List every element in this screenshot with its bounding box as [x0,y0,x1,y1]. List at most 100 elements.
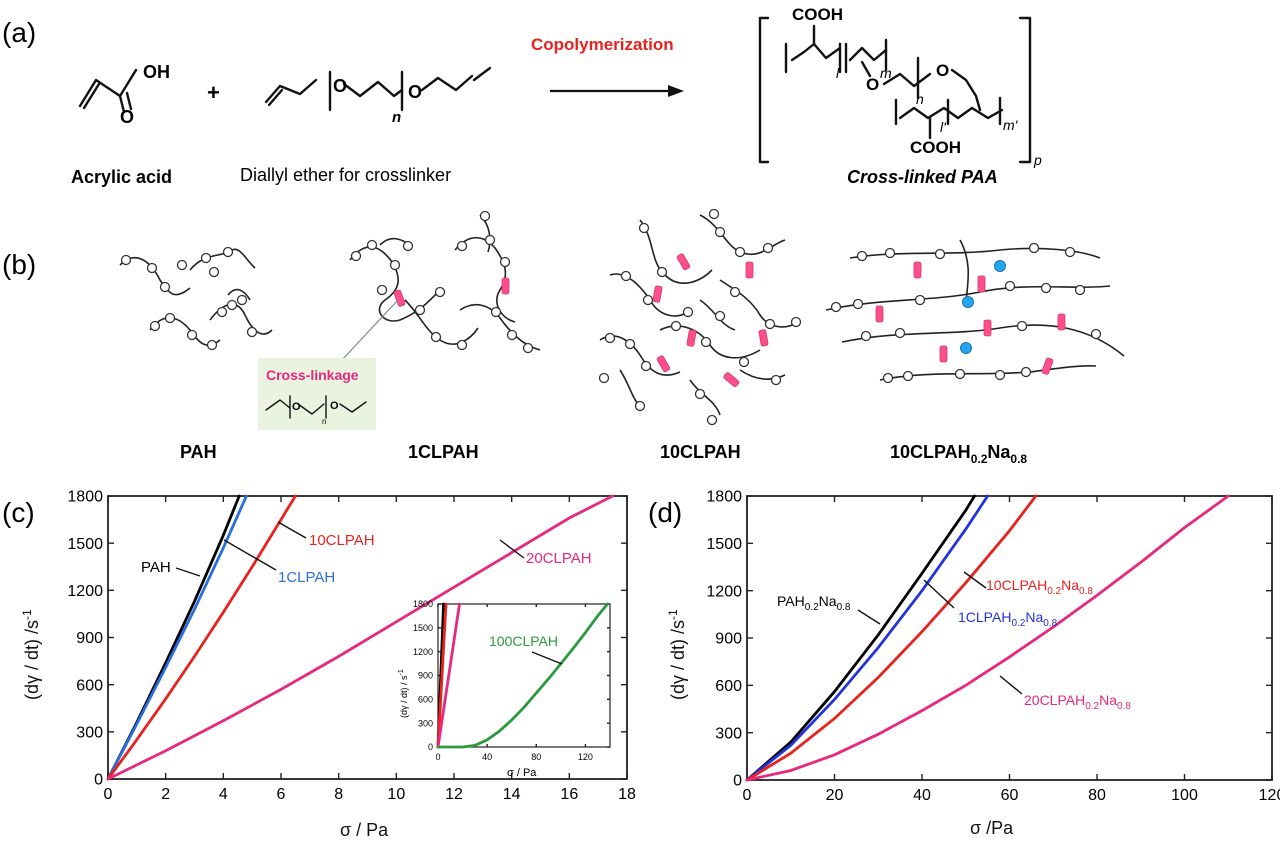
y-tick-label: 600 [418,694,433,704]
series-label-20clpah: 20CLPAH [526,550,592,567]
diallyl-ether-structure: O O n [264,66,492,126]
subscript-l-prime: l' [940,119,947,135]
panel-b: (b) PAH [2,208,1125,466]
crosslinkage-box [258,358,376,430]
series-line-10clpah [106,494,297,781]
panel-label-d: (d) [648,497,682,528]
chart-c-ylabel: (dγ / dt) /s-1 [20,609,42,700]
y-tick-label: 900 [715,631,742,648]
x-tick-label: 10 [387,786,405,803]
y-tick-label: 0 [94,772,103,789]
x-tick-label: 16 [560,786,578,803]
inset-curves [436,602,609,749]
reagent1-name: Acrylic acid [71,167,172,187]
network-label-1clpah: 1CLPAH [408,442,479,462]
y-tick-label: 1500 [67,536,103,553]
atom-o: O [866,75,879,94]
series-label-pah-na: PAH0.2Na0.8 [777,593,851,613]
x-tick-label: 0 [104,786,113,803]
atom-o: O [408,82,422,102]
x-tick-label: 60 [1001,787,1019,804]
y-tick-label: 1800 [413,599,433,609]
panel-label-b: (b) [2,249,36,280]
series-line-10clpah [436,602,448,749]
crosslinkage-subscript-n: n [322,417,326,426]
x-tick-label: 18 [618,786,636,803]
x-tick-label: 120 [1259,787,1280,804]
network-label-pah: PAH [180,442,217,462]
atom-o: O [333,76,347,96]
series-label-1clpah: 1CLPAH [278,569,335,586]
subscript-n: n [916,91,924,107]
y-tick-label: 600 [76,677,103,694]
crosslinkage-atom-o: O [292,401,301,413]
subscript-p: p [1033,152,1042,168]
x-tick-label: 14 [503,786,521,803]
y-tick-label: 900 [76,630,103,647]
y-tick-label: 1800 [706,489,742,506]
series-line-20clpah [436,602,461,749]
leader-1clpah [223,539,277,571]
x-tick-label: 8 [334,786,343,803]
series-line-1clpah [745,494,989,782]
x-tick-label: 40 [482,752,492,762]
chart-d-curves [745,494,1230,782]
y-tick-label: 0 [428,742,433,752]
leader-10clpah [277,521,307,539]
leader-pah-na [857,609,881,625]
x-tick-label: 2 [161,786,170,803]
arrow-label: Copolymerization [531,35,674,54]
leader-100clpah [531,651,563,665]
network-label-10clpah-na: 10CLPAH0.2Na0.8 [890,442,1027,466]
x-tick-label: 0 [743,787,752,804]
inset-frame [437,603,611,748]
crosslinkage-title: Cross-linkage [266,367,359,383]
subscript-m-prime: m' [1003,117,1019,133]
panel-label-a: (a) [2,17,36,48]
y-tick-label: 300 [715,725,742,742]
y-tick-label: 600 [715,678,742,695]
panel-a: (a) OH O Acrylic acid + O O n Diallyl et… [2,5,1042,187]
subscript-n: n [392,109,401,126]
series-line-20clpah [106,494,614,781]
series-label-pah: PAH [141,559,171,576]
y-tick-label: 1200 [67,583,103,600]
x-tick-label: 4 [219,786,228,803]
network-1clpah [349,210,541,354]
cross-linked-paa-structure: COOH l m O n O l' m' COOH p [758,5,1042,168]
chart-c-xlabel: σ / Pa [340,820,389,840]
x-tick-label: 20 [826,787,844,804]
series-label-100clpah: 100CLPAH [489,633,558,649]
crosslinkage-atom-o: O [330,400,339,412]
y-tick-label: 900 [418,671,433,681]
atom-o: O [120,107,134,127]
leader-pah [175,567,201,577]
product-name: Cross-linked PAA [847,167,998,187]
series-label-1clpah-na: 1CLPAH0.2Na0.8 [958,609,1058,629]
atom-cooh: COOH [792,5,843,24]
y-tick-label: 300 [76,724,103,741]
chart-c-curves [106,494,614,781]
reagent2-name: Diallyl ether for crosslinker [240,165,451,185]
plus-sign: + [207,80,220,105]
series-line-10clpah [745,494,1038,782]
inset-ylabel: (dγ / dt) / s-1 [398,669,409,718]
network-label-10clpah: 10CLPAH [660,442,741,462]
network-pah [119,246,273,351]
series-line-1clpah [106,494,248,781]
chart-d-ticks: 0204060801001200300600900120015001800 [706,489,1280,804]
panel-d: (d) 020406080100120030060090012001500180… [648,489,1280,838]
chart-d-frame [746,495,1273,781]
series-label-10clpah: 10CLPAH [309,532,375,549]
x-tick-label: 40 [913,787,931,804]
x-tick-label: 0 [435,752,440,762]
y-tick-label: 1500 [706,536,742,553]
series-label-20clpah-na: 20CLPAH0.2Na0.8 [1024,692,1131,712]
atom-oh: OH [143,62,170,82]
y-tick-label: 1500 [413,623,433,633]
